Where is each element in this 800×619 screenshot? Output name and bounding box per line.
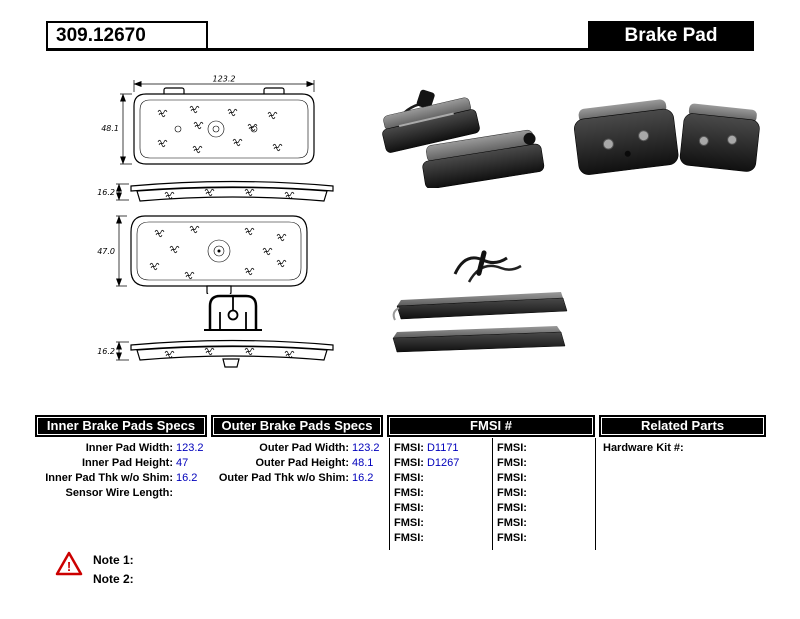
related-parts-row: Hardware Kit #: bbox=[603, 441, 763, 456]
dim-width-label: 123.2 bbox=[213, 75, 236, 84]
fmsi-label: FMSI: bbox=[394, 487, 424, 499]
spec-label: Outer Pad Width: bbox=[259, 442, 349, 454]
product-photo-pads-angled bbox=[382, 89, 545, 188]
spec-row: Inner Pad Height: 47 bbox=[35, 456, 207, 471]
fmsi-label: FMSI: bbox=[394, 502, 424, 514]
related-parts-label: Hardware Kit #: bbox=[603, 442, 684, 454]
fmsi-value bbox=[527, 486, 530, 501]
fmsi-row: FMSI: bbox=[497, 531, 593, 546]
fmsi-value bbox=[424, 516, 427, 531]
fmsi-row: FMSI: bbox=[394, 501, 490, 516]
svg-text:!: ! bbox=[67, 559, 71, 574]
warning-triangle-icon: ! bbox=[55, 551, 83, 576]
fmsi-value bbox=[527, 456, 530, 471]
fmsi-value: D1267 bbox=[426, 457, 460, 469]
spec-label: Outer Pad Thk w/o Shim: bbox=[218, 472, 349, 484]
sensor-clip-drawing bbox=[204, 294, 262, 331]
inner-specs-header: Inner Brake Pads Specs bbox=[35, 415, 207, 437]
spec-value: 16.2 bbox=[176, 472, 198, 484]
fmsi-value bbox=[424, 486, 427, 501]
spec-row: Sensor Wire Length: bbox=[35, 486, 207, 501]
dim-height-inner-label: 47.0 bbox=[97, 247, 115, 256]
fmsi-row: FMSI: bbox=[497, 486, 593, 501]
fmsi-value bbox=[424, 471, 427, 486]
fmsi-value bbox=[424, 501, 427, 516]
fmsi-row: FMSI: bbox=[497, 441, 593, 456]
fmsi-row: FMSI: bbox=[497, 516, 593, 531]
fmsi-row: FMSI: bbox=[394, 531, 490, 546]
fmsi-value bbox=[527, 441, 530, 456]
inner-pad-side-drawing: 16.2 bbox=[97, 339, 334, 368]
fmsi-right-rule bbox=[595, 438, 596, 550]
header-divider bbox=[46, 48, 754, 51]
product-photo-pads-with-hardware bbox=[392, 250, 568, 353]
fmsi-row: FMSI: bbox=[497, 471, 593, 486]
spec-value: 16.2 bbox=[352, 472, 374, 484]
fmsi-label: FMSI: bbox=[394, 517, 424, 529]
spec-value: 48.1 bbox=[352, 457, 374, 469]
dim-height-outer-label: 48.1 bbox=[101, 124, 119, 133]
spec-value: 123.2 bbox=[176, 442, 204, 454]
inner-specs-column: Inner Pad Width: 123.2 Inner Pad Height:… bbox=[35, 441, 207, 501]
spec-value bbox=[173, 486, 207, 501]
spec-label: Inner Pad Thk w/o Shim: bbox=[45, 472, 173, 484]
spec-value: 123.2 bbox=[352, 442, 380, 454]
fmsi-row: FMSI: bbox=[394, 486, 490, 501]
fmsi-label: FMSI: bbox=[497, 442, 527, 454]
fmsi-value bbox=[527, 531, 530, 546]
fmsi-value: D1171 bbox=[426, 442, 459, 454]
fmsi-label: FMSI: bbox=[497, 487, 527, 499]
part-number: 309.12670 bbox=[46, 21, 208, 51]
dim-thk-inner-label: 16.2 bbox=[97, 347, 115, 356]
spec-row: Outer Pad Thk w/o Shim: 16.2 bbox=[211, 471, 383, 486]
related-parts-header: Related Parts bbox=[599, 415, 766, 437]
spec-label: Outer Pad Height: bbox=[255, 457, 349, 469]
fmsi-label: FMSI: bbox=[497, 457, 527, 469]
fmsi-right-column: FMSI: FMSI: FMSI: FMSI: FMSI: FMSI: FMSI… bbox=[497, 441, 593, 546]
fmsi-row: FMSI: D1267 bbox=[394, 456, 490, 471]
spec-row: Inner Pad Thk w/o Shim: 16.2 bbox=[35, 471, 207, 486]
dim-thk-outer-label: 16.2 bbox=[97, 188, 115, 197]
fmsi-label: FMSI: bbox=[497, 517, 527, 529]
related-parts-column: Hardware Kit #: bbox=[603, 441, 763, 456]
fmsi-row: FMSI: bbox=[497, 501, 593, 516]
spec-label: Inner Pad Height: bbox=[81, 457, 173, 469]
product-photo-pads-back bbox=[574, 99, 760, 175]
spec-label: Inner Pad Width: bbox=[85, 442, 173, 454]
fmsi-label: FMSI: bbox=[497, 532, 527, 544]
fmsi-center-rule bbox=[492, 438, 493, 550]
fmsi-label: FMSI: bbox=[497, 502, 527, 514]
fmsi-value bbox=[527, 471, 530, 486]
fmsi-label: FMSI: bbox=[394, 442, 424, 454]
fmsi-value bbox=[527, 516, 530, 531]
spec-row: Outer Pad Height: 48.1 bbox=[211, 456, 383, 471]
fmsi-label: FMSI: bbox=[497, 472, 527, 484]
fmsi-label: FMSI: bbox=[394, 532, 424, 544]
fmsi-header: FMSI # bbox=[387, 415, 595, 437]
fmsi-value bbox=[527, 501, 530, 516]
outer-specs-column: Outer Pad Width: 123.2 Outer Pad Height:… bbox=[211, 441, 383, 486]
fmsi-row: FMSI: D1171 bbox=[394, 441, 490, 456]
fmsi-row: FMSI: bbox=[394, 471, 490, 486]
fmsi-left-rule bbox=[389, 438, 390, 550]
fmsi-value bbox=[424, 531, 427, 546]
inner-pad-drawing: 47.0 bbox=[97, 215, 308, 294]
fmsi-label: FMSI: bbox=[394, 457, 424, 469]
product-type-label: Brake Pad bbox=[588, 21, 754, 51]
fmsi-row: FMSI: bbox=[394, 516, 490, 531]
outer-pad-drawing: 123.2 48.1 bbox=[101, 75, 315, 165]
outer-pad-side-drawing: 16.2 bbox=[97, 180, 334, 202]
outer-specs-header: Outer Brake Pads Specs bbox=[211, 415, 383, 437]
fmsi-label: FMSI: bbox=[394, 472, 424, 484]
note-1: Note 1: bbox=[93, 553, 134, 567]
spec-row: Inner Pad Width: 123.2 bbox=[35, 441, 207, 456]
spec-label: Sensor Wire Length: bbox=[65, 487, 173, 499]
spec-value: 47 bbox=[176, 457, 189, 469]
note-2: Note 2: bbox=[93, 572, 134, 586]
fmsi-left-column: FMSI: D1171 FMSI: D1267 FMSI: FMSI: FMSI… bbox=[394, 441, 490, 546]
spec-row: Outer Pad Width: 123.2 bbox=[211, 441, 383, 456]
fmsi-row: FMSI: bbox=[497, 456, 593, 471]
